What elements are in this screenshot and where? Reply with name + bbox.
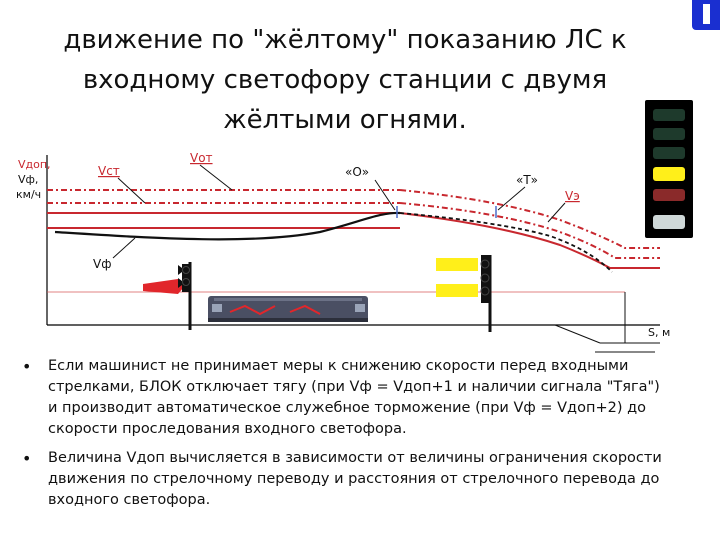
bullet-item: • Величина Vдоп вычисляется в зависимост… — [22, 448, 662, 511]
vot-leader — [199, 164, 233, 191]
y-axis-label-3: км/ч — [16, 188, 41, 201]
ve-label: Vэ — [565, 189, 580, 203]
vst-leader — [117, 177, 146, 204]
bullet-text: Если машинист не принимает меры к снижен… — [48, 358, 660, 437]
entrance-signal — [436, 255, 492, 332]
vf-leader — [112, 237, 136, 259]
cab-light-2 — [653, 128, 685, 140]
track-diverge — [554, 324, 601, 344]
cab-light-4 — [653, 167, 685, 181]
ve-leader — [547, 202, 566, 223]
y-axis-label-2: Vф, — [18, 173, 38, 186]
vdop-braking-curve — [399, 212, 660, 269]
bullet-text: Величина Vдоп вычисляется в зависимости … — [48, 450, 662, 508]
cab-light-3 — [653, 147, 685, 159]
x-axis-label: S, м — [648, 326, 670, 339]
passing-signal — [143, 262, 192, 330]
bullet-dot: • — [22, 357, 32, 376]
slide-title: движение по "жёлтому" показанию ЛС к вхо… — [63, 25, 627, 135]
bullet-list: • Если машинист не принимает меры к сниж… — [22, 356, 662, 519]
vf-label: Vф — [93, 257, 111, 271]
vot-label: Vот — [190, 151, 213, 165]
point-t-label: «Т» — [516, 173, 538, 187]
speed-diagram: Vдоп, Vф, км/ч Vст Vот Vф Vэ «О» «Т» S, … — [16, 100, 693, 353]
red-signal-arrow — [143, 279, 184, 294]
ve-curve — [399, 212, 613, 273]
point-t-marker — [495, 186, 526, 218]
vst-label: Vст — [98, 164, 120, 178]
yellow-beam-upper — [436, 258, 478, 271]
yellow-beam-lower — [436, 284, 478, 297]
cab-light-1 — [653, 109, 685, 121]
cab-signal-panel — [645, 100, 693, 238]
y-axis-label-1: Vдоп, — [18, 158, 51, 171]
navigation-tab[interactable] — [692, 0, 720, 30]
point-o-label: «О» — [345, 165, 369, 179]
cab-light-6 — [653, 215, 685, 229]
cab-light-5 — [653, 189, 685, 201]
locomotive — [208, 296, 368, 322]
vot-braking-curve — [399, 189, 660, 249]
bullet-item: • Если машинист не принимает меры к сниж… — [22, 356, 662, 440]
vf-curve — [54, 211, 401, 241]
bullet-dot: • — [22, 449, 32, 468]
point-o-marker — [374, 179, 398, 218]
